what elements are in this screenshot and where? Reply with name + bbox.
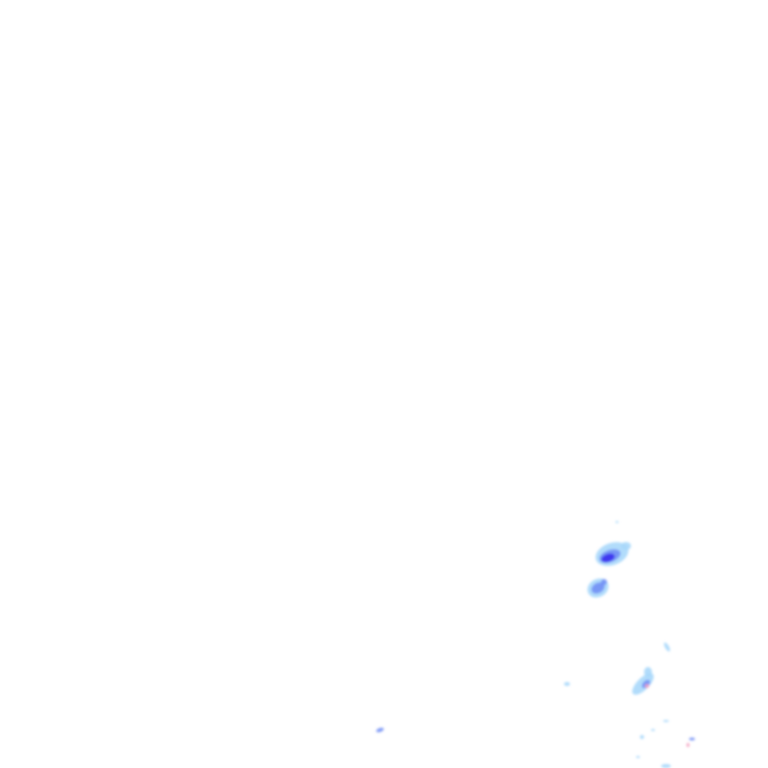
precip-cell <box>632 667 654 695</box>
precip-speckles <box>376 521 695 768</box>
precip-cell <box>595 542 631 566</box>
precip-cell <box>587 578 609 598</box>
